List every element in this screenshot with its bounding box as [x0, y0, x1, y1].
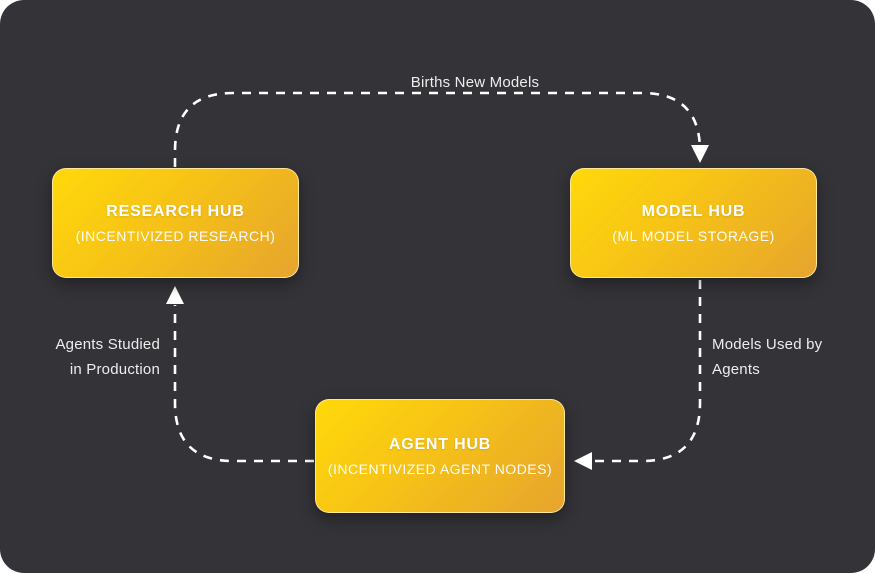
edge-label-line: in Production	[69, 361, 160, 378]
edge-model-to-agent	[593, 280, 702, 463]
edge-label-line: Agents Studied	[55, 336, 160, 353]
agent-hub-subtitle: (INCENTIVIZED AGENT NODES)	[327, 460, 553, 477]
edge-label-births-new-models: Births New Models	[375, 70, 575, 95]
arrowhead-into-research-hub	[166, 286, 184, 304]
research-hub-subtitle: (INCENTIVIZED RESEARCH)	[75, 227, 276, 244]
edge-label-line: Agents	[712, 361, 760, 378]
node-model-hub: MODEL HUB (ML MODEL STORAGE)	[570, 168, 817, 278]
edge-label-agents-studied-in-production: Agents Studied in Production	[0, 332, 160, 382]
edge-research-to-model	[173, 91, 702, 167]
research-hub-title: RESEARCH HUB	[106, 202, 245, 220]
edge-label-line: Births New Models	[410, 74, 540, 91]
edge-label-line: Models Used by	[712, 336, 823, 353]
edge-label-models-used-by-agents: Models Used by Agents	[712, 332, 875, 382]
node-research-hub: RESEARCH HUB (INCENTIVIZED RESEARCH)	[52, 168, 299, 278]
model-hub-title: MODEL HUB	[641, 202, 746, 220]
node-agent-hub: AGENT HUB (INCENTIVIZED AGENT NODES)	[315, 399, 565, 513]
edge-agent-to-research	[173, 305, 314, 463]
arrowhead-into-agent-hub	[574, 452, 592, 470]
arrowhead-into-model-hub	[691, 145, 709, 163]
agent-hub-title: AGENT HUB	[388, 435, 492, 453]
model-hub-subtitle: (ML MODEL STORAGE)	[612, 227, 775, 244]
